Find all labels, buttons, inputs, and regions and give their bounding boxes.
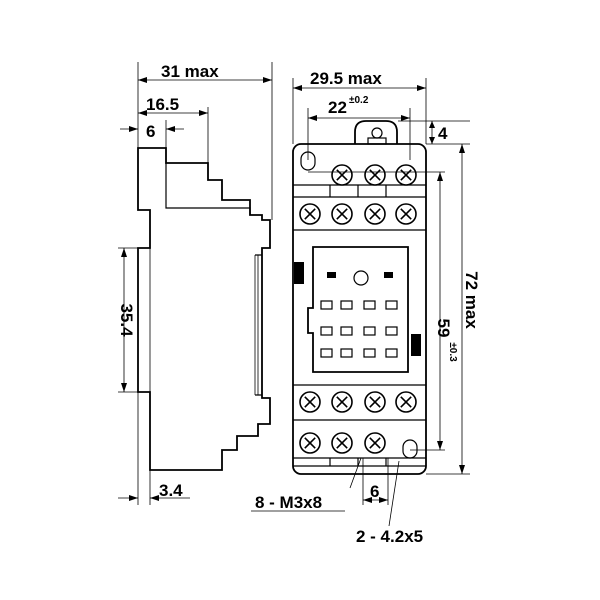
screw-icon <box>395 164 417 186</box>
dim-front-hole-vertical: 59 <box>434 319 453 338</box>
contact-grid <box>320 300 398 358</box>
dim-front-bottom-offset: 6 <box>370 482 379 501</box>
screw-icon <box>364 391 386 413</box>
screw-icon <box>299 203 321 225</box>
dim-front-hole-spacing: 22 <box>328 98 347 117</box>
screw-icon <box>299 391 321 413</box>
dim-side-foot-width: 3.4 <box>159 481 183 500</box>
dim-front-overall-width: 29.5 max <box>310 69 382 88</box>
screw-icon <box>395 391 417 413</box>
front-dimensions <box>251 78 470 527</box>
screw-icon <box>331 203 353 225</box>
callout-screws: 8 - M3x8 <box>255 493 322 512</box>
screw-icon <box>395 203 417 225</box>
dim-front-hole-spacing-tol: ±0.2 <box>349 95 369 106</box>
callout-mounting-holes: 2 - 4.2x5 <box>356 527 423 546</box>
screw-icon <box>364 203 386 225</box>
front-view <box>292 120 427 475</box>
screw-icon <box>331 432 353 454</box>
dim-front-overall-height: 72 max <box>462 271 481 329</box>
dim-side-rail-height: 35.4 <box>117 303 136 337</box>
screw-icon <box>364 432 386 454</box>
dim-side-small-offset: 6 <box>146 122 155 141</box>
dim-front-hole-vertical-tol: ±0.3 <box>447 342 458 362</box>
screw-icon <box>331 391 353 413</box>
dim-side-overall-width: 31 max <box>161 62 219 81</box>
screw-icon <box>299 432 321 454</box>
dim-side-top-offset: 16.5 <box>146 95 179 114</box>
screw-icon <box>364 164 386 186</box>
side-dimensions <box>118 62 273 505</box>
screw-icon <box>331 164 353 186</box>
dim-front-top-offset: 4 <box>438 124 448 143</box>
side-view <box>137 147 271 471</box>
